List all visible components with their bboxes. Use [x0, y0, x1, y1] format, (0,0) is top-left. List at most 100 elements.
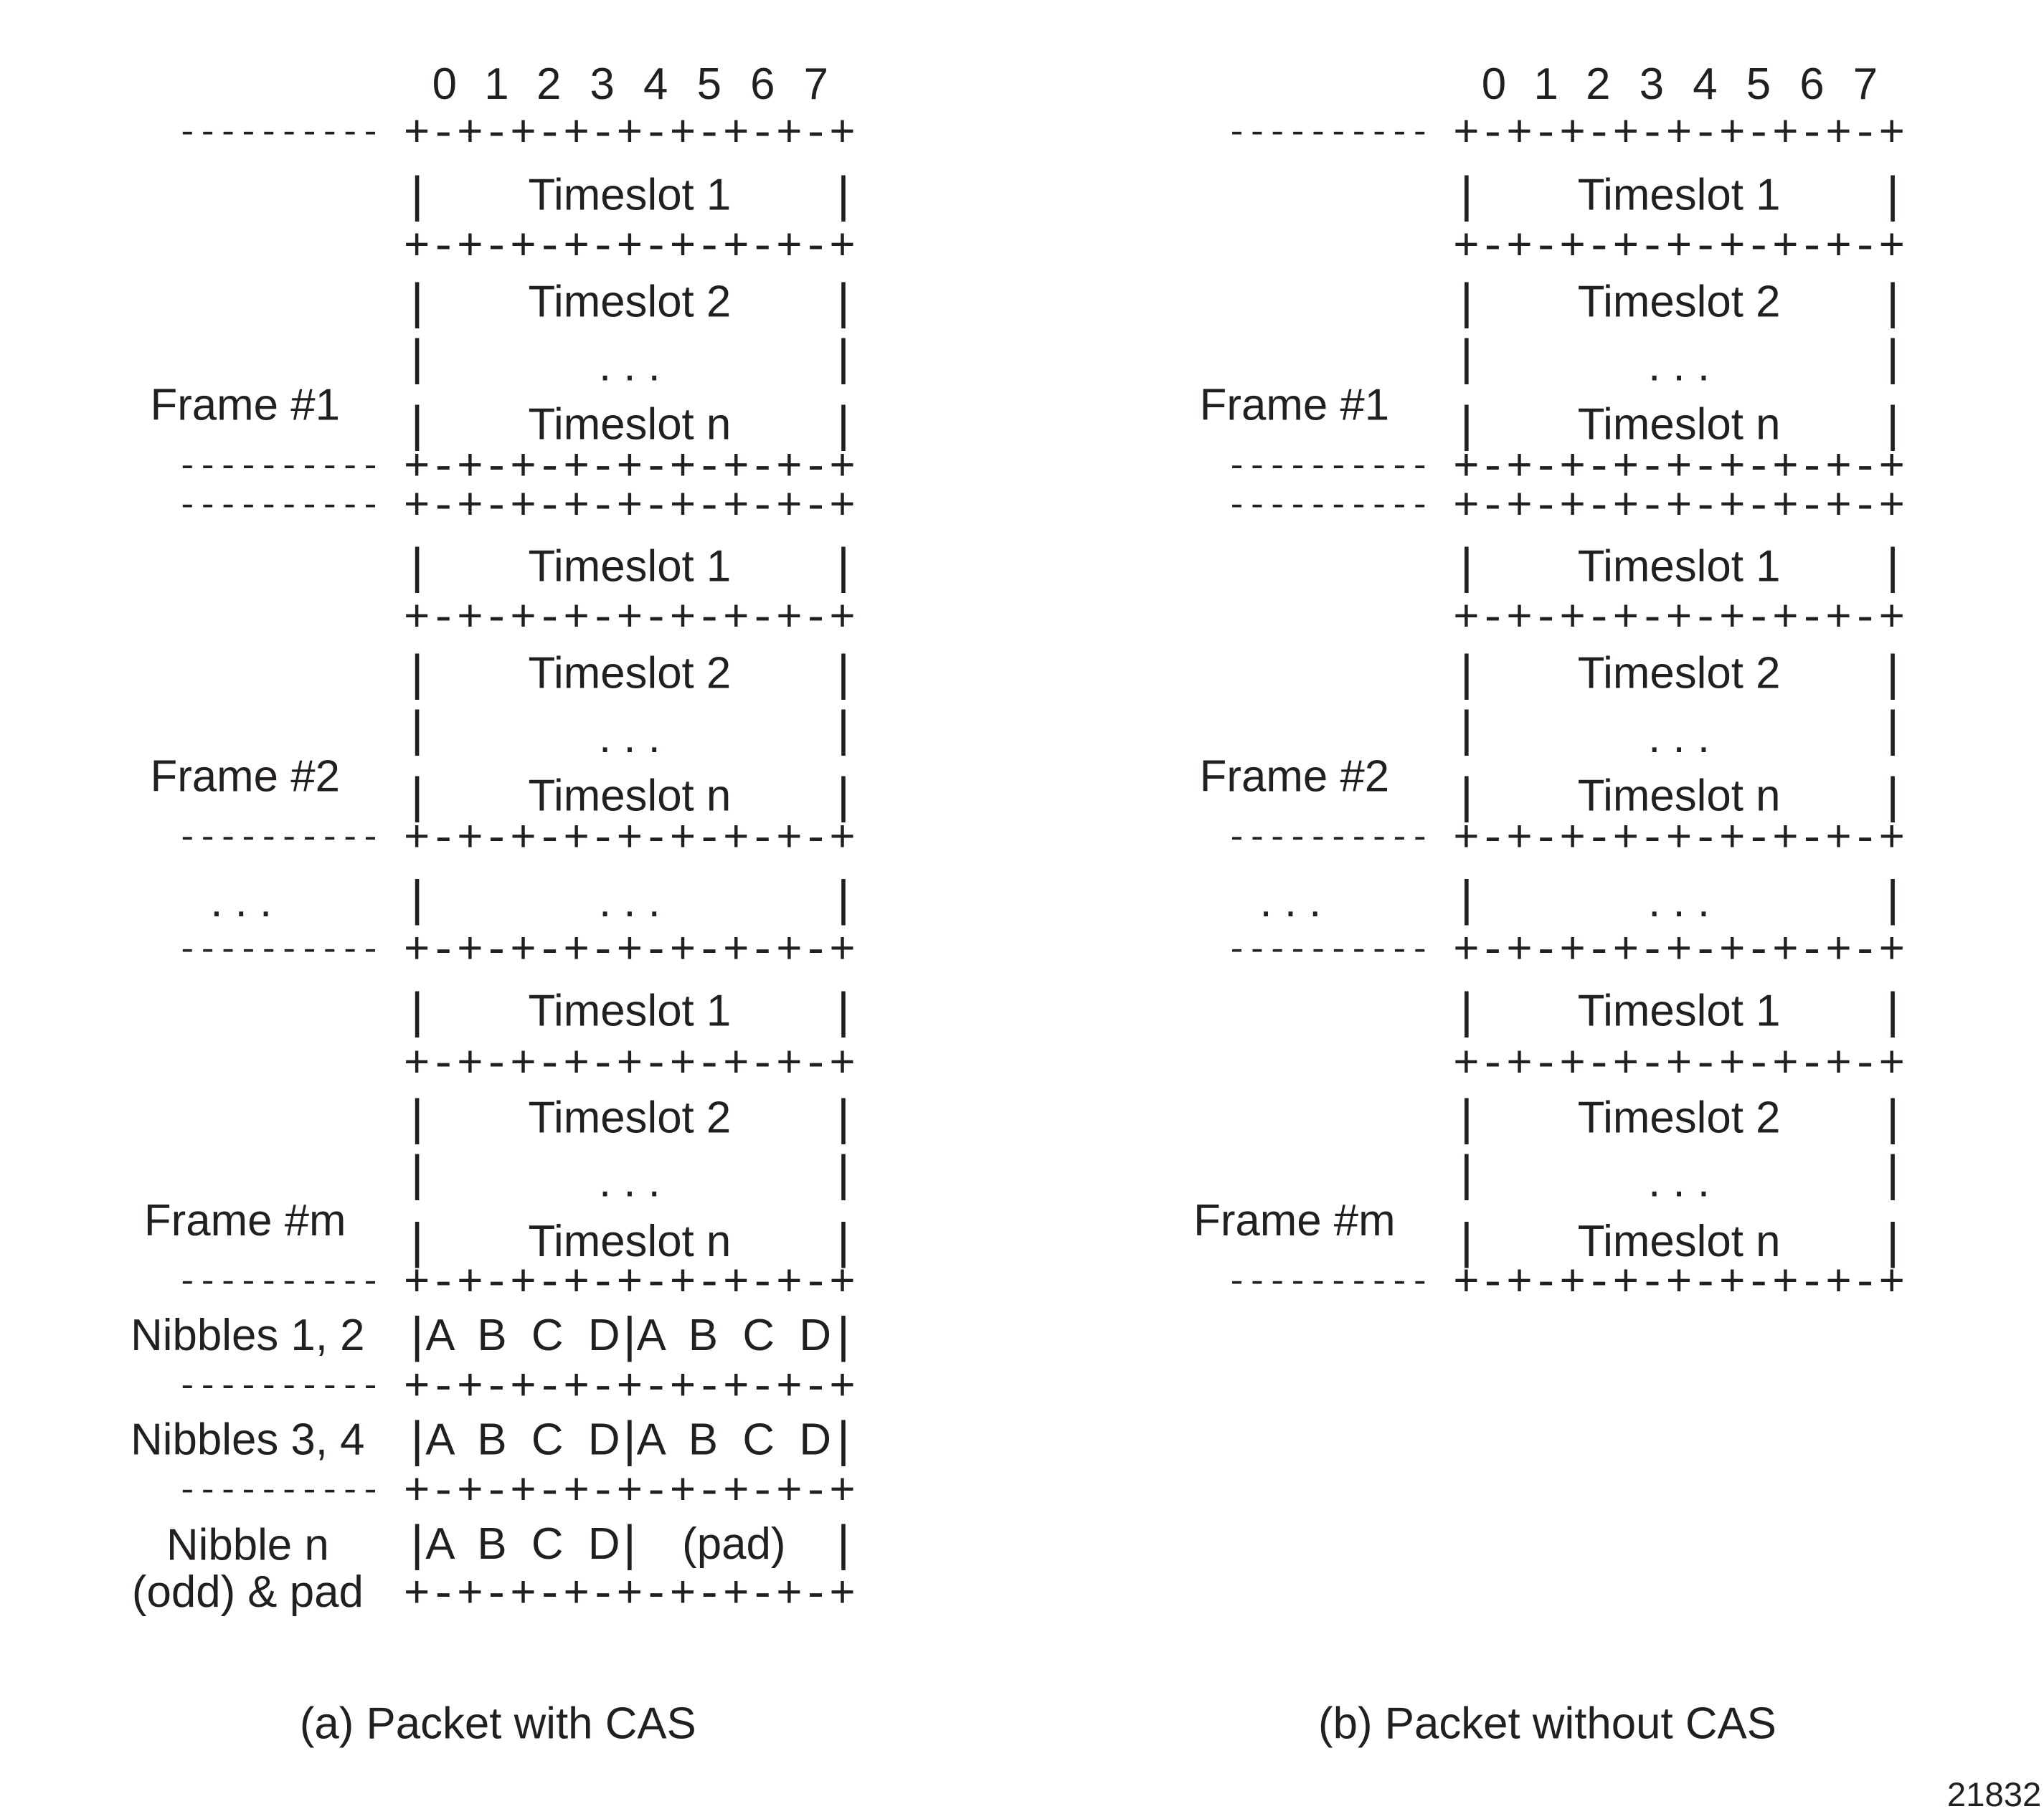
- timeslot-field: Timeslot n: [1577, 1217, 1781, 1267]
- field-separator-line: +-+-+-+-+-+-+-+-+: [403, 110, 856, 161]
- field-border-left: |: [1459, 984, 1473, 1039]
- field-border-right: |: [1886, 331, 1900, 386]
- field-separator-line: +-+-+-+-+-+-+-+-+: [403, 1364, 856, 1415]
- field-border-right: |: [1886, 769, 1900, 824]
- bit-number-label: 0: [432, 60, 457, 110]
- timeslot-field: Timeslot n: [1577, 400, 1781, 450]
- timeslot-ellipsis: . . .: [598, 1157, 661, 1207]
- field-border-right: |: [1886, 646, 1900, 701]
- panel-caption: (b) Packet without CAS: [1318, 1699, 1776, 1749]
- field-border-left: |: [410, 702, 424, 758]
- field-border-left: |: [410, 1215, 424, 1270]
- bit-number-label: 3: [590, 60, 615, 110]
- cas-bits-field: A B C D: [425, 1519, 620, 1570]
- field-separator-line: +-+-+-+-+-+-+-+-+: [1452, 483, 1906, 533]
- timeslot-field: Timeslot 1: [528, 171, 732, 221]
- field-border-left: |: [1459, 1146, 1473, 1202]
- field-border-right: |: [837, 702, 850, 758]
- field-border-left: |: [1459, 769, 1473, 824]
- timeslot-field: Timeslot n: [1577, 771, 1781, 822]
- field-border-right: |: [837, 1215, 850, 1270]
- bit-number-label: 7: [1853, 60, 1878, 110]
- field-border-left: |: [1459, 168, 1473, 223]
- timeslot-field: Timeslot 2: [1577, 277, 1781, 328]
- field-border-right: |: [1886, 1215, 1900, 1270]
- field-separator-line: +-+-+-+-+-+-+-+-+: [1452, 595, 1906, 645]
- field-separator-line: +-+-+-+-+-+-+-+-+: [1452, 110, 1906, 161]
- timeslot-field: Timeslot n: [528, 771, 732, 822]
- cas-bits-field: A B C D: [425, 1311, 620, 1361]
- bit-number-label: 4: [643, 60, 668, 110]
- field-border-right: |: [837, 871, 850, 927]
- field-border-middle: |: [623, 1412, 636, 1468]
- field-border-right: |: [837, 168, 850, 223]
- field-separator-line: +-+-+-+-+-+-+-+-+: [403, 595, 856, 645]
- field-border-right: |: [837, 646, 850, 701]
- field-border-right: |: [837, 539, 850, 594]
- cas-bits-field: A B C D: [425, 1415, 620, 1465]
- frame-boundary-dash-line: ----------: [1226, 113, 1430, 153]
- field-border-left: |: [410, 1146, 424, 1202]
- field-border-left: |: [410, 1091, 424, 1146]
- bit-number-label: 1: [484, 60, 509, 110]
- timeslot-ellipsis: . . .: [598, 341, 661, 391]
- field-border-right: |: [1886, 1146, 1900, 1202]
- field-border-right: |: [837, 331, 850, 386]
- frame-boundary-dash-line: ----------: [1226, 485, 1430, 526]
- field-separator-line: +-+-+-+-+-+-+-+-+: [1452, 1260, 1906, 1310]
- field-border-right: |: [1886, 397, 1900, 452]
- bit-number-label: 6: [1799, 60, 1825, 110]
- field-border-right: |: [837, 1091, 850, 1146]
- field-border-left: |: [410, 1308, 424, 1364]
- bit-number-label: 2: [536, 60, 562, 110]
- field-border-right: |: [837, 984, 850, 1039]
- frames-ellipsis: . . .: [1648, 877, 1710, 927]
- bit-number-label: 6: [750, 60, 775, 110]
- timeslot-ellipsis: . . .: [1648, 713, 1710, 763]
- field-separator-line: +-+-+-+-+-+-+-+-+: [403, 1041, 856, 1091]
- field-border-left: |: [410, 1516, 424, 1572]
- field-border-left: |: [1459, 397, 1473, 452]
- field-border-left: |: [410, 275, 424, 330]
- field-border-right: |: [1886, 871, 1900, 927]
- field-border-left: |: [410, 168, 424, 223]
- field-border-right: |: [837, 769, 850, 824]
- field-separator-line: +-+-+-+-+-+-+-+-+: [403, 224, 856, 274]
- frames-ellipsis-label: . . .: [1259, 877, 1322, 927]
- frame-boundary-dash-line: ----------: [177, 447, 381, 486]
- field-border-right: |: [1886, 1091, 1900, 1146]
- field-border-left: |: [410, 539, 424, 594]
- field-border-left: |: [1459, 331, 1473, 386]
- field-border-left: |: [1459, 646, 1473, 701]
- field-separator-line: +-+-+-+-+-+-+-+-+: [403, 815, 856, 865]
- field-border-right: |: [837, 1146, 850, 1202]
- field-border-left: |: [1459, 1091, 1473, 1146]
- timeslot-ellipsis: . . .: [1648, 1157, 1710, 1207]
- field-border-right: |: [837, 1308, 850, 1364]
- frame-label: Frame #1: [150, 380, 340, 430]
- frame-label: Frame #m: [1193, 1196, 1396, 1246]
- field-border-left: |: [1459, 539, 1473, 594]
- frame-label: Frame #1: [1199, 380, 1390, 430]
- cas-bits-field: A B C D: [636, 1311, 831, 1361]
- figure-id: 21832: [1946, 1775, 2042, 1814]
- field-border-left: |: [410, 397, 424, 452]
- field-border-left: |: [1459, 1215, 1473, 1270]
- frame-boundary-dash-line: ----------: [177, 1263, 381, 1302]
- frames-ellipsis-label: . . .: [210, 877, 273, 927]
- field-border-left: |: [410, 331, 424, 386]
- field-separator-line: +-+-+-+-+-+-+-+-+: [1452, 1041, 1906, 1091]
- bit-number-label: 7: [803, 60, 829, 110]
- frame-boundary-dash-line: ----------: [1226, 930, 1430, 970]
- panel-caption: (a) Packet with CAS: [299, 1699, 696, 1749]
- bit-number-label: 1: [1533, 60, 1558, 110]
- nibble-label: (odd) & pad: [131, 1567, 364, 1618]
- frame-boundary-dash-line: ----------: [177, 818, 381, 858]
- bit-number-label: 5: [1746, 60, 1771, 110]
- field-separator-line: +-+-+-+-+-+-+-+-+: [1452, 224, 1906, 274]
- frame-boundary-dash-line: ----------: [177, 1471, 381, 1511]
- field-border-right: |: [837, 275, 850, 330]
- timeslot-ellipsis: . . .: [598, 713, 661, 763]
- frame-boundary-dash-line: ----------: [177, 113, 381, 153]
